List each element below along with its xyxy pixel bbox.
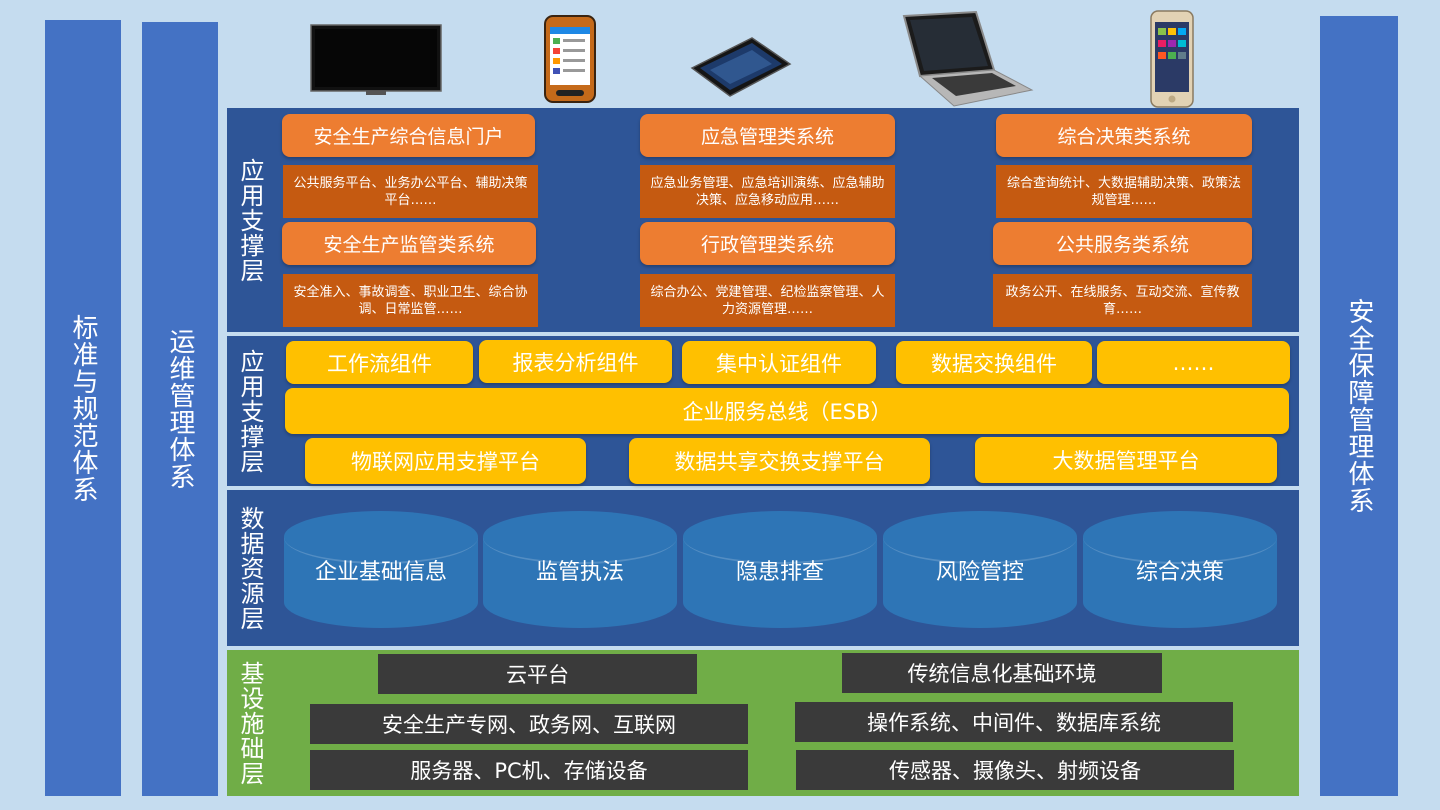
esb-bar: 企业服务总线（ESB） [285,388,1289,434]
system-heading: 公共服务类系统 [993,222,1252,265]
infrastructure-layer-title: 基设施础层 [236,660,264,786]
rugged-phone-icon [544,15,596,103]
operations-label: 运维管理体系 [165,328,195,490]
system-description: 公共服务平台、业务办公平台、辅助决策平台…… [283,165,538,218]
infra-box: 服务器、PC机、存储设备 [310,750,748,790]
database-cylinder: 风险管控 [883,511,1077,628]
database-cylinder: 综合决策 [1083,511,1277,628]
system-heading: 安全生产监管类系统 [282,222,536,265]
system-description: 应急业务管理、应急培训演练、应急辅助决策、应急移动应用…… [640,165,895,218]
security-label: 安全保障管理体系 [1344,298,1374,514]
smartphone-icon [1150,10,1194,108]
infra-box: 云平台 [378,654,697,694]
component-box: 报表分析组件 [479,340,672,383]
tv-icon [310,24,442,96]
application-layer-title: 应用支撑层 [236,157,264,283]
system-heading: 安全生产综合信息门户 [282,114,535,157]
system-heading: 行政管理类系统 [640,222,895,265]
database-cylinder: 监管执法 [483,511,677,628]
infra-box: 安全生产专网、政务网、互联网 [310,704,748,744]
database-cylinder: 隐患排查 [683,511,877,628]
component-box: 数据交换组件 [896,341,1092,384]
infra-box: 传感器、摄像头、射频设备 [796,750,1234,790]
support-layer-title: 应用支撑层 [236,348,264,474]
data-layer-title: 数据资源层 [236,505,264,631]
system-description: 综合办公、党建管理、纪检监察管理、人力资源管理…… [640,274,895,327]
laptop-icon [898,10,1034,108]
infra-box: 传统信息化基础环境 [842,653,1162,693]
tablet-icon [690,36,792,98]
system-heading: 应急管理类系统 [640,114,895,157]
component-box: 集中认证组件 [682,341,876,384]
platform-box: 数据共享交换支撑平台 [629,438,930,484]
system-heading: 综合决策类系统 [996,114,1252,157]
system-description: 安全准入、事故调查、职业卫生、综合协调、日常监管…… [283,274,538,327]
database-cylinder: 企业基础信息 [284,511,478,628]
system-description: 政务公开、在线服务、互动交流、宣传教育…… [993,274,1252,327]
platform-box: 物联网应用支撑平台 [305,438,586,484]
component-box: 工作流组件 [286,341,473,384]
component-box: …… [1097,341,1290,384]
infra-box: 操作系统、中间件、数据库系统 [795,702,1233,742]
standards-column: 标准与规范体系 [45,20,121,796]
operations-column: 运维管理体系 [142,22,218,796]
standards-label: 标准与规范体系 [68,313,98,503]
security-column: 安全保障管理体系 [1320,16,1398,796]
platform-box: 大数据管理平台 [975,437,1277,483]
system-description: 综合查询统计、大数据辅助决策、政策法规管理…… [996,165,1252,218]
